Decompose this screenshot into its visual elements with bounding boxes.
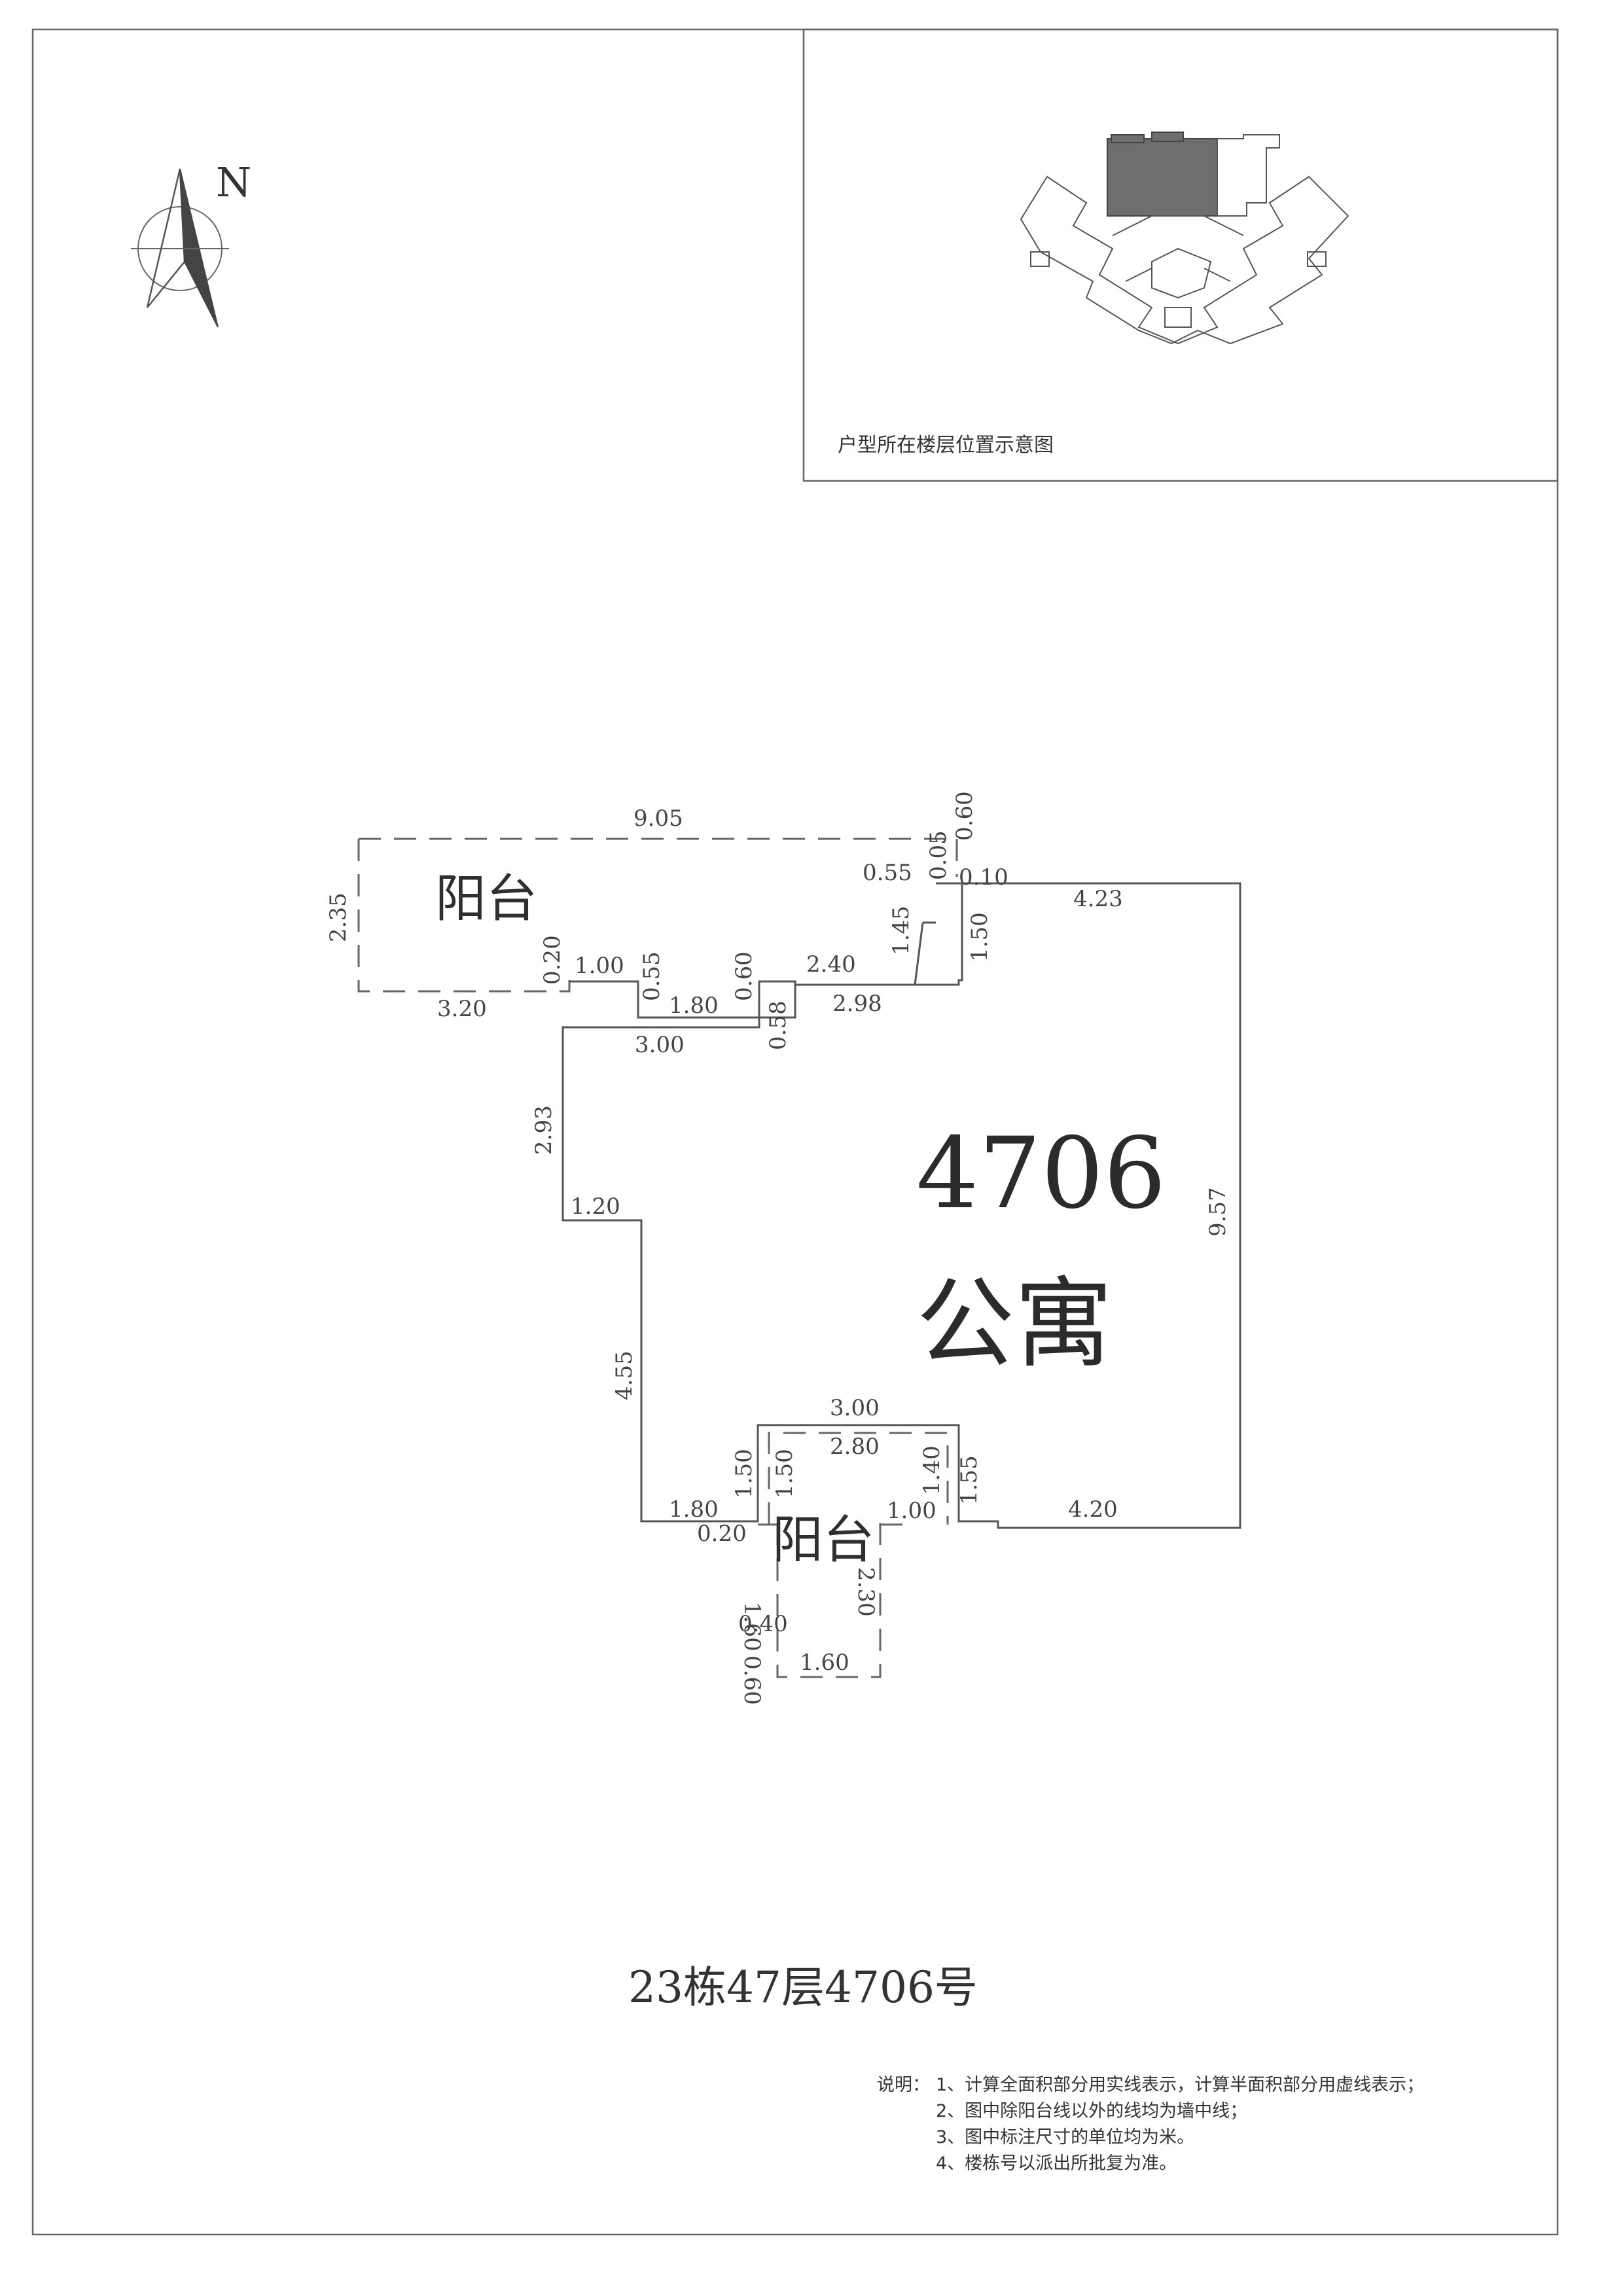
south-balcony-outline	[758, 1523, 903, 1678]
stair-detail	[759, 882, 962, 1019]
dim-inner-3-00: 3.00	[635, 1032, 685, 1058]
note-item: 2、图中除阳台线以外的线均为墙中线；	[936, 2101, 1247, 2121]
north-balcony-outline	[357, 838, 958, 993]
south-balcony-label: 阳台	[772, 1511, 874, 1570]
dim-step-0-55b: 0.55	[863, 860, 912, 886]
dim-bay-1-55: 1.55	[956, 1455, 982, 1505]
dim-north-balcony-top: 9.05	[633, 805, 683, 832]
dim-step-2-40: 2.40	[806, 951, 856, 978]
dim-north-balcony-left: 2.35	[325, 892, 351, 942]
unit-type: 公寓	[916, 1267, 1113, 1381]
dim-north-balcony-bottom: 3.20	[437, 996, 487, 1022]
dim-step-0-60b: 0.60	[952, 791, 978, 841]
dim-top-right: 4.23	[1073, 886, 1123, 912]
dim-step-0-60a: 0.60	[731, 951, 757, 1001]
dim-step-0-58: 0.58	[765, 1000, 791, 1050]
dim-step-0-20: 0.20	[539, 935, 565, 985]
notes-heading: 说明：	[877, 2075, 930, 2095]
dim-step-1-50a: 1.50	[967, 912, 993, 962]
dim-step-0-05: 0.05	[925, 830, 952, 880]
dim-sb-0-20: 0.20	[697, 1521, 747, 1547]
north-label: N	[216, 158, 251, 206]
dim-left-4-55: 4.55	[611, 1351, 637, 1400]
dim-bay-1-40: 1.40	[919, 1445, 945, 1495]
note-item: 1、计算全面积部分用实线表示，计算半面积部分用虚线表示；	[936, 2075, 1424, 2095]
dim-right-side: 9.57	[1205, 1187, 1231, 1237]
dim-bay-2-80: 2.80	[830, 1434, 880, 1460]
dim-step-1-00: 1.00	[575, 953, 624, 979]
dim-bay-3-00: 3.00	[830, 1395, 880, 1421]
page-frame	[31, 28, 1559, 2236]
dim-bottom-right-4-20: 4.20	[1068, 1496, 1118, 1523]
dim-bay-1-50a: 1.50	[731, 1449, 757, 1498]
locator-panel	[802, 28, 1559, 482]
dim-step-1-80a: 1.80	[669, 993, 719, 1019]
dim-bay-1-00: 1.00	[887, 1498, 936, 1524]
note-item: 4、楼栋号以派出所批复为准。	[936, 2153, 1177, 2174]
dim-step-0-55a: 0.55	[639, 951, 665, 1001]
note-item: 3、图中标注尺寸的单位均为米。	[936, 2127, 1194, 2147]
dim-sb-0-40: 0.40	[738, 1611, 788, 1637]
dim-bay-1-50b: 1.50	[772, 1449, 798, 1498]
dim-bottom-left-1-80: 1.80	[669, 1496, 719, 1523]
building-locator-icon	[1020, 132, 1349, 345]
unit-number: 4706	[916, 1117, 1166, 1231]
north-arrow-icon	[131, 168, 229, 328]
dim-left-1-20: 1.20	[571, 1193, 620, 1220]
unit-wall-outline	[562, 882, 1241, 1529]
north-balcony-label: 阳台	[435, 870, 537, 928]
south-bay-dashed	[768, 1432, 949, 1525]
dim-sb-2-30: 2.30	[853, 1567, 879, 1617]
dim-sb-0-60: 0.60	[739, 1655, 765, 1705]
dim-step-0-10: 0.10	[959, 864, 1008, 891]
plan-title: 23栋47层4706号	[628, 1962, 978, 2013]
dim-step-1-45: 1.45	[888, 906, 914, 955]
dim-sb-bottom-1-60: 1.60	[800, 1650, 849, 1676]
dim-step-2-98: 2.98	[832, 991, 882, 1017]
locator-caption: 户型所在楼层位置示意图	[838, 434, 1054, 457]
dim-sb-1-60: 1.60	[739, 1602, 765, 1651]
dim-left-2-93: 2.93	[531, 1105, 557, 1155]
